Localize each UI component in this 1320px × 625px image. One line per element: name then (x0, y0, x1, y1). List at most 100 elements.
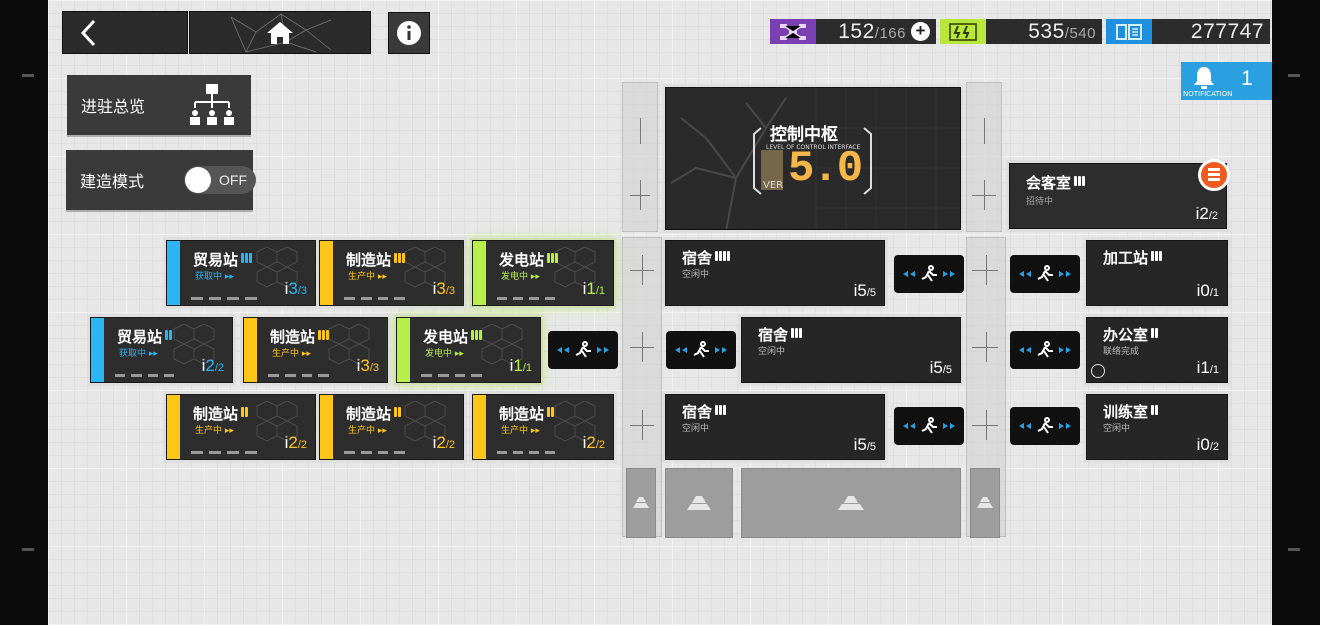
base-map: 152/166 + 535/540 277747 1 NOTIFICATION … (48, 0, 1272, 625)
room-type-strip (473, 241, 486, 305)
room-pattern (173, 324, 215, 365)
info-button[interactable] (388, 12, 430, 54)
room-status: 生产中 ▸▸ (195, 426, 234, 436)
notification-label: NOTIFICATION (1183, 90, 1233, 98)
gold-bar-icon (687, 496, 711, 510)
progress-bars (115, 374, 174, 377)
room-power2[interactable]: 发电站发电中 ▸▸ i1/1 (393, 314, 544, 386)
room-mfg5[interactable]: 制造站生产中 ▸▸i2/2 (469, 391, 617, 463)
room-occupancy: i1/1 (509, 356, 532, 375)
room-name: 发电站 (423, 326, 483, 347)
build-mode-toggle[interactable]: OFF (184, 166, 256, 194)
room-pattern (554, 401, 596, 442)
training-count: i0/2 (1196, 435, 1219, 454)
room-mfg2[interactable]: 制造站生产中 ▸▸i3/3 (240, 314, 391, 386)
clue-alert-icon[interactable] (1198, 159, 1230, 191)
dorm-status: 空闲中 (682, 424, 710, 434)
corridor-mark (972, 347, 998, 348)
empty-slot[interactable] (970, 468, 1000, 538)
back-button[interactable] (62, 11, 188, 54)
room-occupancy: i2/2 (582, 433, 605, 452)
dorm-count: i5/5 (929, 358, 952, 377)
corridor-mark (972, 195, 996, 196)
stairs-icon[interactable] (548, 331, 618, 369)
build-mode-state: OFF (219, 172, 247, 188)
room-pattern (404, 401, 446, 442)
dormitory-2[interactable]: 宿舍 空闲中 i5/5 (738, 314, 964, 386)
progress-bars (344, 297, 405, 300)
room-occupancy: i2/2 (432, 433, 455, 452)
power-max: /540 (1064, 24, 1096, 42)
room-status: 发电中 ▸▸ (501, 272, 540, 282)
chevron-left-icon (80, 19, 96, 46)
room-type-strip (244, 318, 257, 382)
room-type-strip (320, 395, 333, 459)
reception-name: 会客室 (1026, 172, 1086, 193)
room-occupancy: i2/2 (201, 356, 224, 375)
room-power1[interactable]: 发电站发电中 ▸▸ i1/1 (469, 237, 617, 309)
room-name: 发电站 (499, 249, 559, 270)
bezel-mark (1288, 74, 1300, 77)
room-status: 生产中 ▸▸ (272, 349, 311, 359)
room-mfg3[interactable]: 制造站生产中 ▸▸ i2/2 (163, 391, 319, 463)
room-name: 制造站 (346, 249, 406, 270)
material-icon (1106, 19, 1152, 44)
room-mfg4[interactable]: 制造站生产中 ▸▸ i2/2 (316, 391, 467, 463)
reception-room[interactable]: 会客室 招待中 i2/2 (1006, 160, 1230, 232)
empty-slot[interactable] (626, 468, 656, 538)
room-trade2[interactable]: 贸易站获取中 ▸▸i2/2 (87, 314, 236, 386)
training-name: 训练室 (1103, 401, 1159, 422)
room-name: 制造站 (193, 403, 249, 424)
corridor-mark (972, 425, 998, 426)
room-status: 生产中 ▸▸ (501, 426, 540, 436)
stairs-icon[interactable] (1010, 407, 1080, 445)
room-pattern (328, 324, 370, 365)
bezel-mark (1288, 548, 1300, 551)
stairs-icon[interactable] (894, 255, 964, 293)
bell-icon (1194, 67, 1214, 89)
control-center[interactable]: 控制中枢 LEVEL OF CONTROL INTERFACE VER 5.0 (662, 84, 964, 233)
build-mode-label: 建造模式 (80, 172, 145, 191)
dormitory-1[interactable]: 宿舍 空闲中 i5/5 (662, 237, 888, 309)
room-name: 制造站 (346, 403, 402, 424)
empty-slot[interactable] (741, 468, 961, 538)
progress-bars (191, 451, 257, 454)
stairs-icon[interactable] (894, 407, 964, 445)
office-name: 办公室 (1103, 324, 1159, 345)
office-room[interactable]: 办公室 联络完成 i1/1 (1083, 314, 1231, 386)
dormitory-3[interactable]: 宿舍 空闲中 i5/5 (662, 391, 888, 463)
progress-bars (191, 297, 257, 300)
room-mfg1[interactable]: 制造站生产中 ▸▸i3/3 (316, 237, 467, 309)
dorm-name: 宿舍 (682, 247, 731, 268)
material-counter: 277747 (1106, 19, 1270, 44)
room-status: 生产中 ▸▸ (348, 426, 387, 436)
dorm-status: 空闲中 (682, 270, 710, 280)
room-type-strip (91, 318, 104, 382)
drone-counter[interactable]: 152/166 + (770, 19, 936, 44)
org-chart-icon (190, 84, 234, 125)
room-occupancy: i2/2 (284, 433, 307, 452)
room-pattern (404, 247, 446, 288)
training-room[interactable]: 训练室 空闲中 i0/2 (1083, 391, 1231, 463)
corridor-mark (630, 347, 654, 348)
home-button[interactable] (189, 11, 371, 54)
stairs-icon[interactable] (1010, 255, 1080, 293)
workshop-room[interactable]: 加工站 i0/1 (1083, 237, 1231, 309)
room-status: 发电中 ▸▸ (425, 349, 464, 359)
room-pattern (554, 247, 596, 288)
stairs-icon[interactable] (666, 331, 736, 369)
room-occupancy: i1/1 (582, 279, 605, 298)
room-status: 生产中 ▸▸ (348, 272, 387, 282)
add-drone-button[interactable]: + (911, 22, 930, 41)
toggle-knob (185, 167, 211, 193)
overview-button[interactable]: 进驻总览 (67, 75, 251, 135)
notification-button[interactable]: 1 NOTIFICATION (1181, 62, 1272, 100)
stairs-icon[interactable] (1010, 331, 1080, 369)
reception-count: i2/2 (1195, 204, 1218, 223)
build-mode-panel[interactable]: 建造模式 OFF (66, 150, 256, 210)
dorm-name: 宿舍 (682, 401, 727, 422)
room-type-strip (167, 241, 180, 305)
office-count: i1/1 (1196, 358, 1219, 377)
room-trade1[interactable]: 贸易站获取中 ▸▸i3/3 (163, 237, 319, 309)
empty-slot[interactable] (665, 468, 733, 538)
